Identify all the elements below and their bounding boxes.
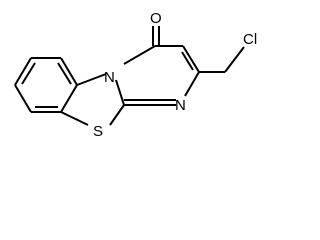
bond — [115, 79, 125, 106]
chloromethyl-group — [199, 46, 245, 73]
bond — [14, 57, 32, 86]
carbonyl-group — [152, 26, 160, 46]
double-bond-inner — [21, 62, 36, 85]
bond — [224, 46, 245, 73]
benzene-ring — [14, 57, 78, 113]
bond — [123, 45, 156, 65]
bond — [182, 45, 200, 73]
nitrogen-ring-label: N — [104, 69, 115, 86]
nitrogen-imine-label: N — [175, 97, 186, 114]
sulfur-label: S — [93, 123, 103, 140]
chlorine-label: Cl — [243, 31, 257, 48]
bond — [184, 71, 200, 97]
pyrimidinone-ring — [123, 45, 200, 106]
bond — [60, 57, 78, 86]
molecule-structure: O S N N Cl — [14, 10, 257, 140]
bond — [60, 84, 78, 113]
bond — [14, 84, 32, 113]
bond — [109, 104, 125, 126]
thiazole-ring — [60, 73, 125, 126]
double-bond-inner — [57, 62, 72, 85]
bond — [60, 111, 89, 126]
double-bond-inner — [181, 51, 194, 71]
bond — [76, 73, 107, 86]
oxygen-label: O — [150, 10, 162, 27]
